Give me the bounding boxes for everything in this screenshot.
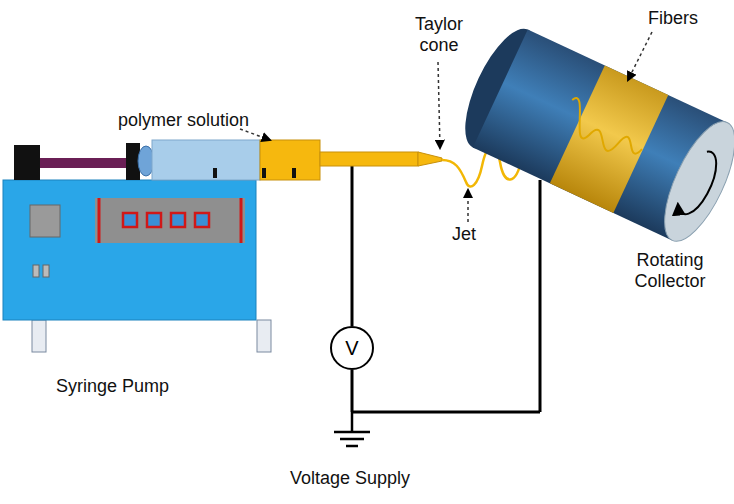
leader-line: [240, 32, 652, 222]
voltmeter-circle: V: [330, 326, 374, 370]
syringe-pump: [3, 140, 442, 352]
part-label: Voltage Supply: [290, 468, 410, 489]
part-label: Syringe Pump: [56, 376, 169, 397]
part-label: Rotating Collector: [612, 250, 728, 292]
ground-symbol: [334, 412, 370, 446]
callout-label: Fibers: [648, 8, 698, 29]
rotating-collector: [451, 19, 734, 250]
node-text: V: [345, 337, 358, 360]
callout-label: Taylor cone: [396, 14, 482, 56]
wire: [352, 165, 540, 412]
callout-label: polymer solution: [118, 110, 249, 131]
callout-label: Jet: [452, 224, 476, 245]
